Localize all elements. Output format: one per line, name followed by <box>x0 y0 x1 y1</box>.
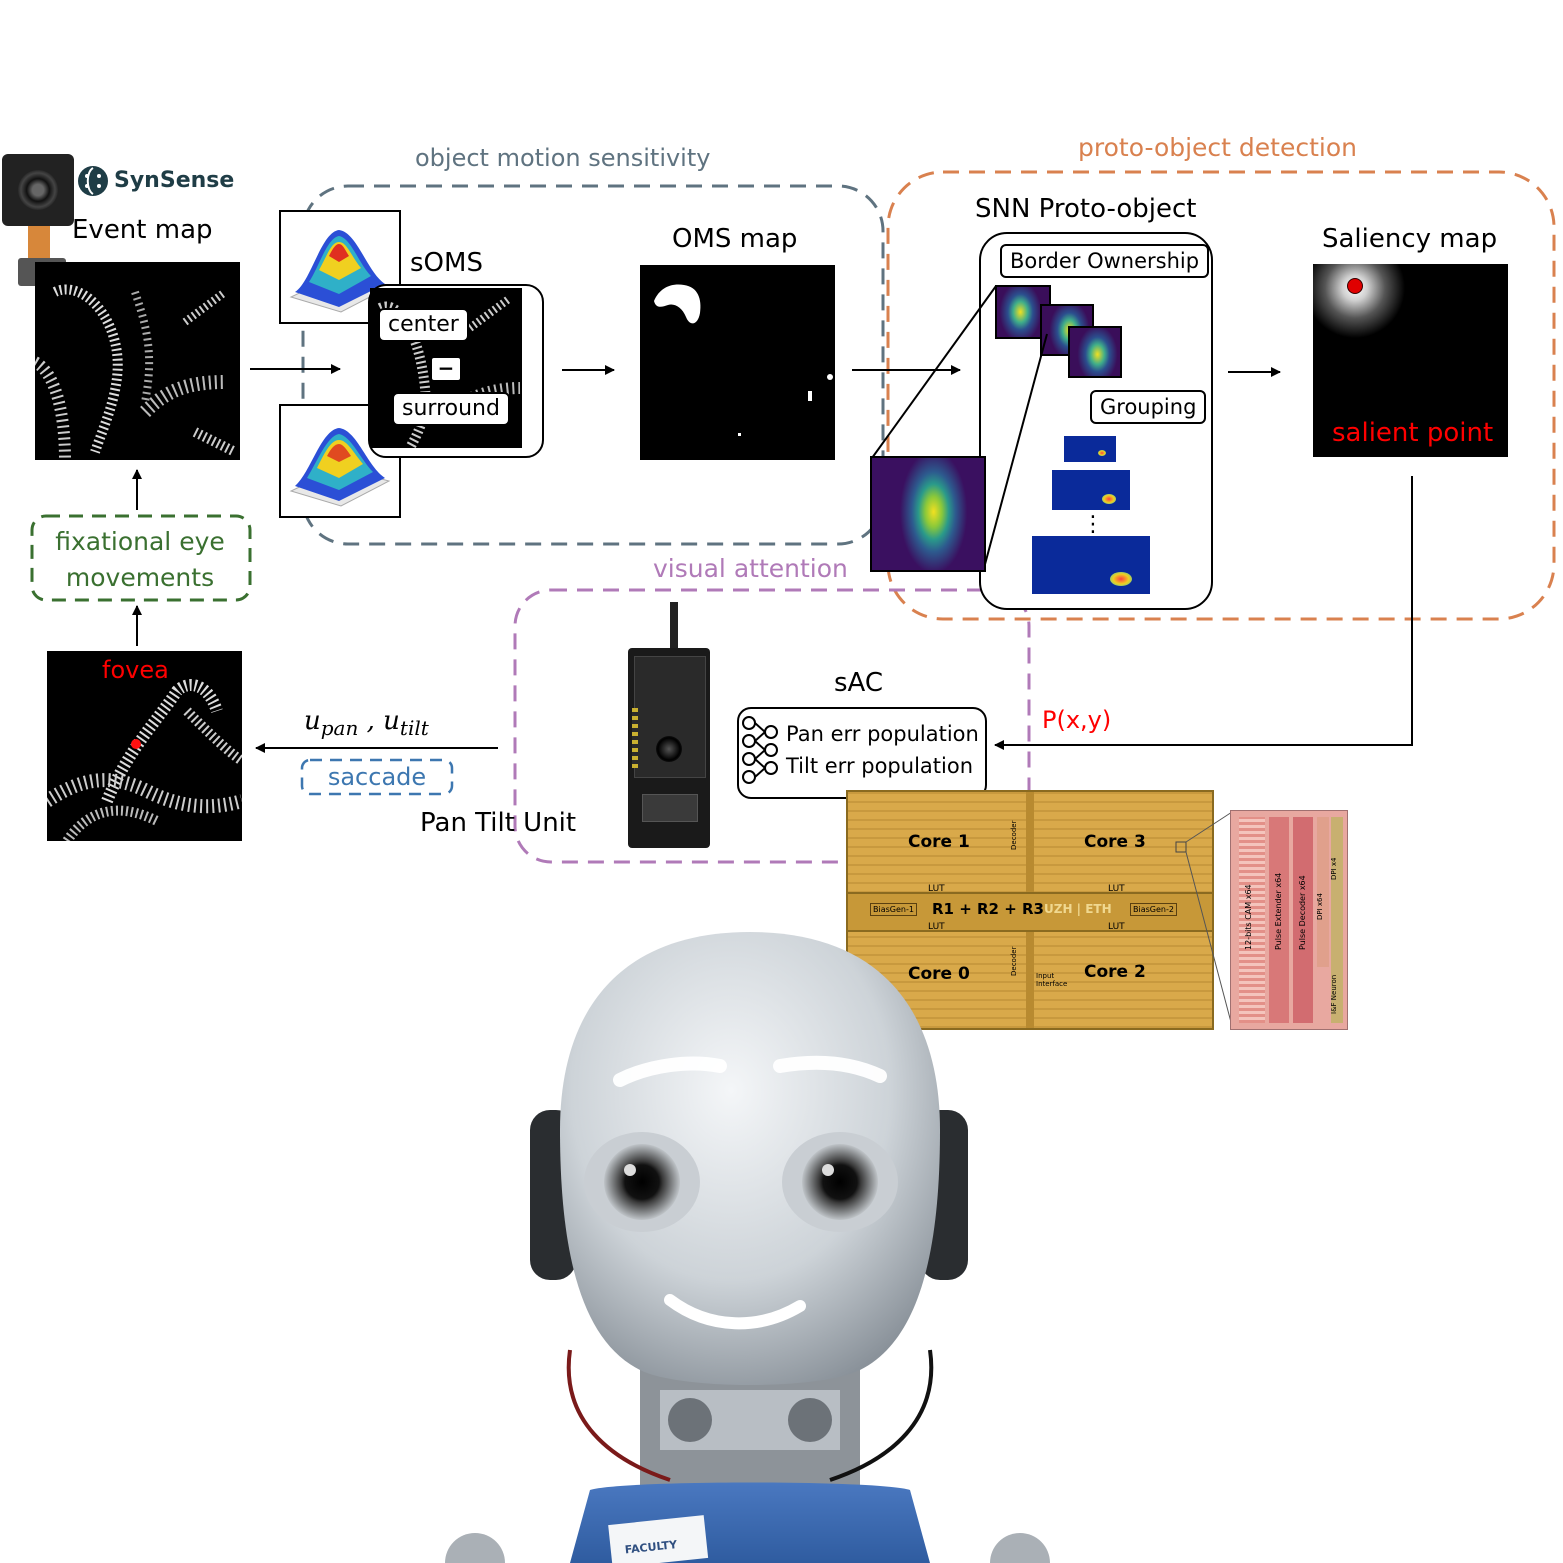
minus-operator: − <box>430 356 462 382</box>
fixational-region <box>30 514 252 602</box>
soms-label: sOMS <box>410 248 483 278</box>
grouping-map-2 <box>1052 470 1130 510</box>
robot-badge <box>608 1515 709 1563</box>
chip-zoom-col-2: Pulse Extender x64 <box>1274 872 1283 950</box>
chip-core-3: Core 3 <box>1084 832 1146 852</box>
saccade-region-title: saccade <box>327 763 427 791</box>
chip-zoom-col-3: Pulse Decoder x64 <box>1298 875 1307 950</box>
bo-zoomed-feature-map <box>870 456 986 572</box>
robot-left-eyebrow <box>613 1056 727 1087</box>
chip-core-0: Core 0 <box>908 964 970 984</box>
chip-biasgen-right: BiasGen-2 <box>1130 903 1177 916</box>
chip-core-1: Core 1 <box>908 832 970 852</box>
bo-feature-map-3 <box>1068 326 1122 378</box>
event-map-image <box>35 262 240 460</box>
grouping-dots: ⋮ <box>1082 512 1104 537</box>
chip-core-2: Core 2 <box>1084 962 1146 982</box>
pxy-label: P(x,y) <box>1042 706 1112 734</box>
salient-dot <box>1347 278 1363 294</box>
fovea-dot <box>131 739 141 749</box>
robot-right-eye <box>802 1144 878 1220</box>
chip-middle-bar: R1 + R2 + R3 <box>932 900 1044 918</box>
chip-zoom-col-5: DPI x4 <box>1330 857 1338 881</box>
camera-ribbon-icon <box>28 226 50 262</box>
grouping-map-3 <box>1032 536 1150 594</box>
proto-region <box>886 170 1556 621</box>
border-ownership-tag: Border Ownership <box>1000 244 1210 278</box>
control-signal-label: upan , utilt <box>304 706 429 740</box>
neural-network-icon <box>742 716 778 784</box>
robot-right-eyebrow <box>773 1055 887 1083</box>
snn-label: SNN Proto-object <box>975 194 1197 224</box>
grouping-map-1 <box>1064 436 1116 462</box>
ptu-label: Pan Tilt Unit <box>420 808 577 838</box>
chip-zoom-col-4: DPI x64 <box>1316 893 1324 920</box>
u-tilt-symbol: u <box>383 706 400 736</box>
oms-map-label: OMS map <box>672 224 798 254</box>
event-camera-icon <box>2 154 74 226</box>
chip-lut-bottom-left: LUT <box>928 922 945 932</box>
robot-image: FACULTY <box>445 932 1050 1563</box>
attention-region-title: visual attention <box>653 554 848 583</box>
sac-label: sAC <box>834 668 884 698</box>
synsense-brand: SynSense <box>114 168 235 193</box>
event-map-label: Event map <box>72 215 213 245</box>
control-separator: , <box>358 706 384 736</box>
salient-point-label: salient point <box>1332 418 1494 448</box>
u-tilt-subscript: tilt <box>399 716 429 741</box>
u-pan-subscript: pan <box>320 716 359 741</box>
pan-err-label: Pan err population <box>786 722 979 746</box>
tilt-err-label: Tilt err population <box>786 754 974 778</box>
chip-die-image <box>846 790 1214 1030</box>
proto-region-title: proto-object detection <box>1078 133 1357 162</box>
fixational-region-title: fixational eye movements <box>55 527 225 592</box>
attention-region <box>513 588 1031 864</box>
saliency-map-label: Saliency map <box>1322 224 1498 254</box>
robot-left-eye <box>604 1144 680 1220</box>
pan-tilt-unit-image <box>628 648 710 848</box>
saliency-map-image <box>1313 264 1508 457</box>
chip-zoom-image <box>1230 810 1348 1030</box>
fovea-label: fovea <box>102 656 169 684</box>
robot-badge-text: FACULTY <box>624 1538 679 1557</box>
event-noise <box>35 284 238 460</box>
chip-lut-top-right: LUT <box>1108 884 1125 894</box>
fovea-image <box>47 651 242 841</box>
oms-region <box>301 184 885 546</box>
oms-region-title: object motion sensitivity <box>415 144 711 172</box>
chip-biasgen-left: BiasGen-1 <box>870 903 917 916</box>
chip-input-interface: Input Interface <box>1036 972 1068 988</box>
soms-surface-plot-top <box>279 210 401 324</box>
u-pan-symbol: u <box>304 706 321 736</box>
arrow-saliency-to-sac <box>994 476 1413 750</box>
grouping-tag: Grouping <box>1090 390 1207 424</box>
chip-zoom-col-6: I&F Neuron <box>1330 974 1338 1014</box>
synsense-logo-icon <box>78 166 108 196</box>
center-tag: center <box>378 308 469 342</box>
surround-tag: surround <box>392 392 510 426</box>
ptu-cable-icon <box>670 602 678 650</box>
robot-head <box>560 932 940 1385</box>
robot-smile <box>664 1294 806 1330</box>
saccade-region <box>300 758 454 796</box>
oms-map-image <box>640 265 835 460</box>
chip-lut-top-left: LUT <box>928 884 945 894</box>
sac-box <box>737 707 987 799</box>
chip-zoom-col-1: 12-bits CAM x64 <box>1244 884 1253 950</box>
chip-lut-bottom-right: LUT <box>1108 922 1125 932</box>
chip-logo: UZH | ETH <box>1044 902 1112 916</box>
